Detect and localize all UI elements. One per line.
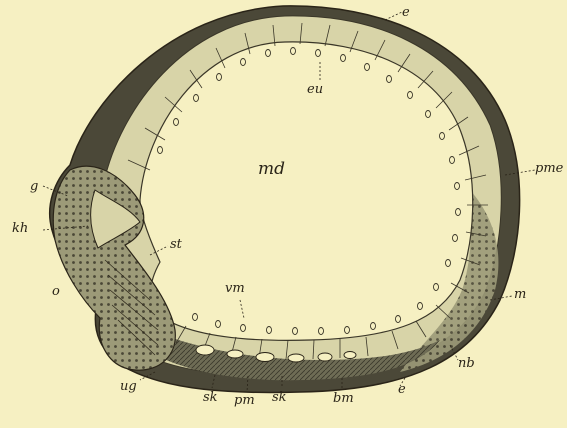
label-sk-right: sk bbox=[272, 391, 287, 404]
label-kh: kh bbox=[12, 222, 28, 235]
label-pme: pme bbox=[535, 162, 563, 175]
label-nb: nb bbox=[458, 357, 475, 370]
label-g: g bbox=[30, 180, 38, 193]
label-ug: ug bbox=[120, 380, 137, 393]
label-o: o bbox=[52, 285, 60, 298]
label-sk-left: sk bbox=[203, 391, 218, 404]
label-e-bottom: e bbox=[398, 383, 406, 396]
label-e-top: e bbox=[402, 6, 410, 19]
label-bm: bm bbox=[333, 392, 354, 405]
label-m: m bbox=[514, 288, 526, 301]
label-md: md bbox=[258, 161, 285, 178]
label-pm: pm bbox=[234, 394, 255, 407]
label-st: st bbox=[170, 238, 182, 251]
label-eu: eu bbox=[307, 83, 323, 96]
label-vm: vm bbox=[225, 282, 245, 295]
